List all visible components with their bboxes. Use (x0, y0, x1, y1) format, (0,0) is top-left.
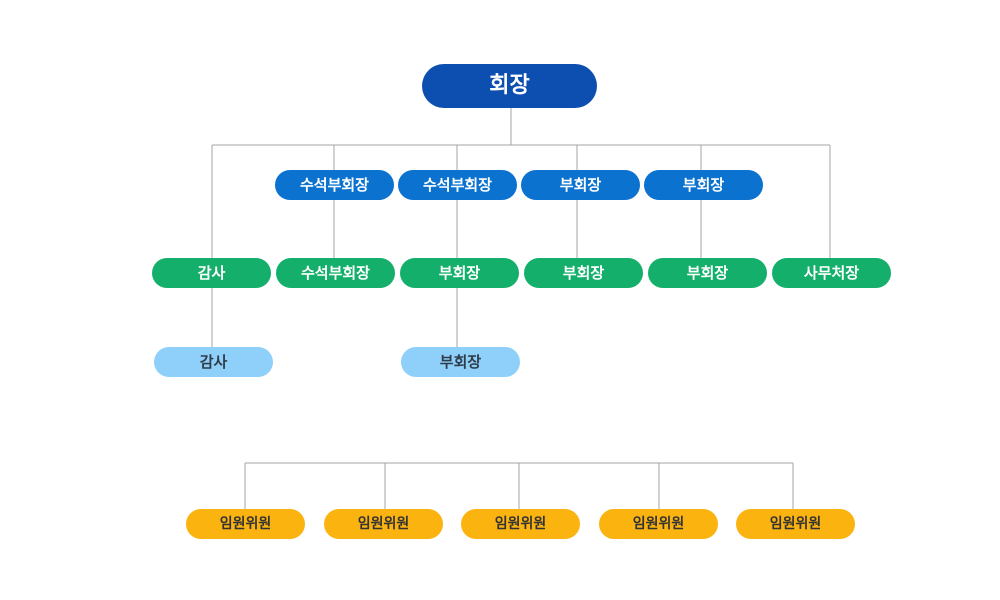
row3-node-vice: 부회장 (401, 347, 520, 377)
committee-node-5: 임원위원 (736, 509, 855, 539)
committee-node-3: 임원위원 (461, 509, 580, 539)
row2-node-2: 수석부회장 (276, 258, 395, 288)
committee-node-2: 임원위원 (324, 509, 443, 539)
row2-node-4: 부회장 (524, 258, 643, 288)
row2-node-3: 부회장 (400, 258, 519, 288)
row2-node-audit: 감사 (152, 258, 271, 288)
chairman-node: 회장 (422, 64, 597, 108)
row1-node-1: 수석부회장 (275, 170, 394, 200)
row1-node-3: 부회장 (521, 170, 640, 200)
row2-node-secretary: 사무처장 (772, 258, 891, 288)
row2-node-5: 부회장 (648, 258, 767, 288)
committee-node-4: 임원위원 (599, 509, 718, 539)
row1-node-2: 수석부회장 (398, 170, 517, 200)
row3-node-audit: 감사 (154, 347, 273, 377)
row1-node-4: 부회장 (644, 170, 763, 200)
committee-node-1: 임원위원 (186, 509, 305, 539)
